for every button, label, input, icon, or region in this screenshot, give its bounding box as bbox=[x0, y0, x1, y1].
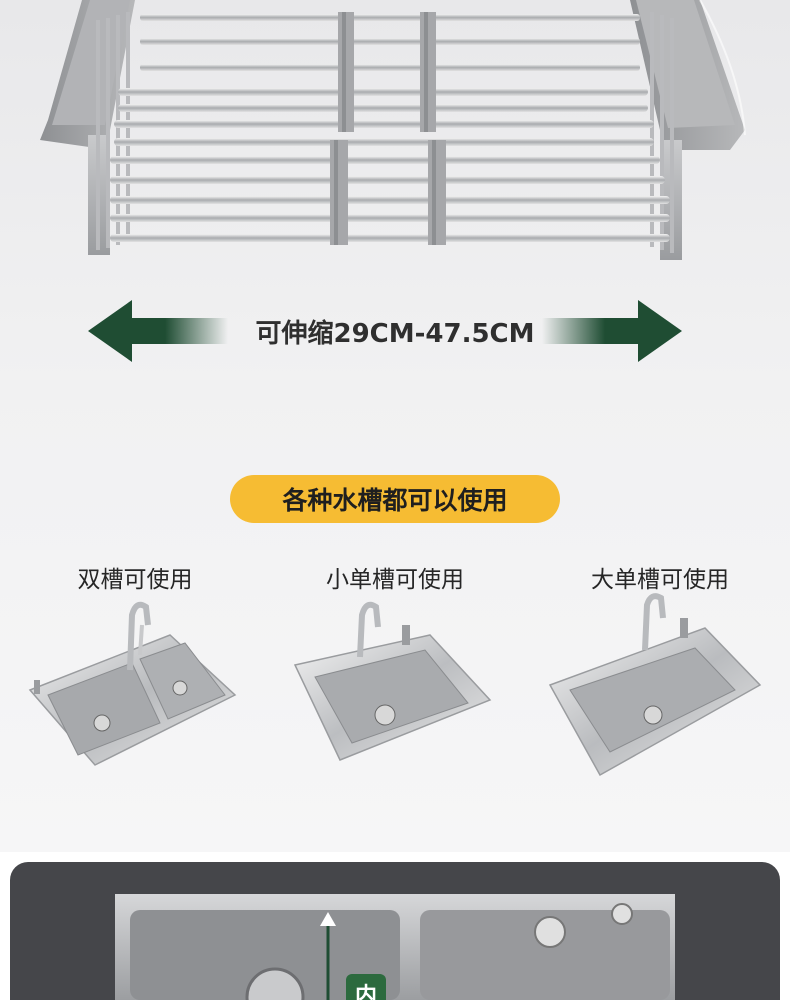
large-single-sink-image bbox=[548, 593, 762, 777]
dimension-text: 可伸缩29CM-47.5CM bbox=[255, 318, 535, 349]
double-sink-image bbox=[28, 601, 237, 766]
inner-measure-badge: 内 bbox=[346, 974, 386, 1000]
small-single-sink-image bbox=[293, 601, 492, 761]
product-showcase: 可伸缩29CM-47.5CM 各种水槽都可以使用 双槽可使用 小单槽可使用 大单… bbox=[0, 0, 790, 852]
measurement-panel: 内 bbox=[10, 862, 780, 1000]
sink-label-small-single: 小单槽可使用 bbox=[326, 567, 464, 593]
sink-label-double: 双槽可使用 bbox=[77, 567, 193, 593]
arrow-left-icon bbox=[88, 300, 228, 362]
sink-label-large-single: 大单槽可使用 bbox=[591, 567, 729, 593]
sink-top-view-image bbox=[115, 894, 675, 1000]
arrow-right-icon bbox=[542, 300, 682, 362]
sink-rack-image bbox=[40, 0, 746, 260]
compat-title: 各种水槽都可以使用 bbox=[230, 475, 560, 523]
